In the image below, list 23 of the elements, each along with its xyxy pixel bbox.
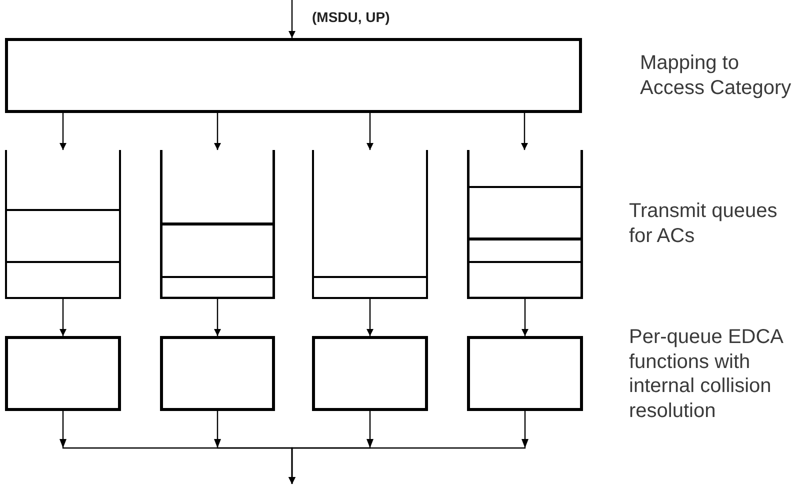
process-box [5,38,582,113]
arrow [521,113,528,150]
queue-symbol [160,150,275,299]
edge-label: (MSDU, UP) [312,9,390,25]
side-label: Transmit queues for ACs [629,199,778,248]
side-label: Per-queue EDCA functions with internal collision resolution [629,325,784,423]
arrow [288,0,296,38]
arrow [214,299,221,336]
arrow [60,299,66,336]
arrow [60,113,66,150]
arrow [214,113,221,150]
queue-symbol [312,150,428,299]
queue-symbol [5,150,121,299]
arrow [288,411,528,484]
process-box [5,336,121,411]
arrow [522,299,528,336]
process-box [160,336,275,411]
arrow [366,299,374,336]
process-box [467,336,583,411]
process-box [312,336,428,411]
arrow [366,113,374,150]
side-label: Mapping to Access Category [640,51,792,100]
queue-symbol [467,150,583,299]
